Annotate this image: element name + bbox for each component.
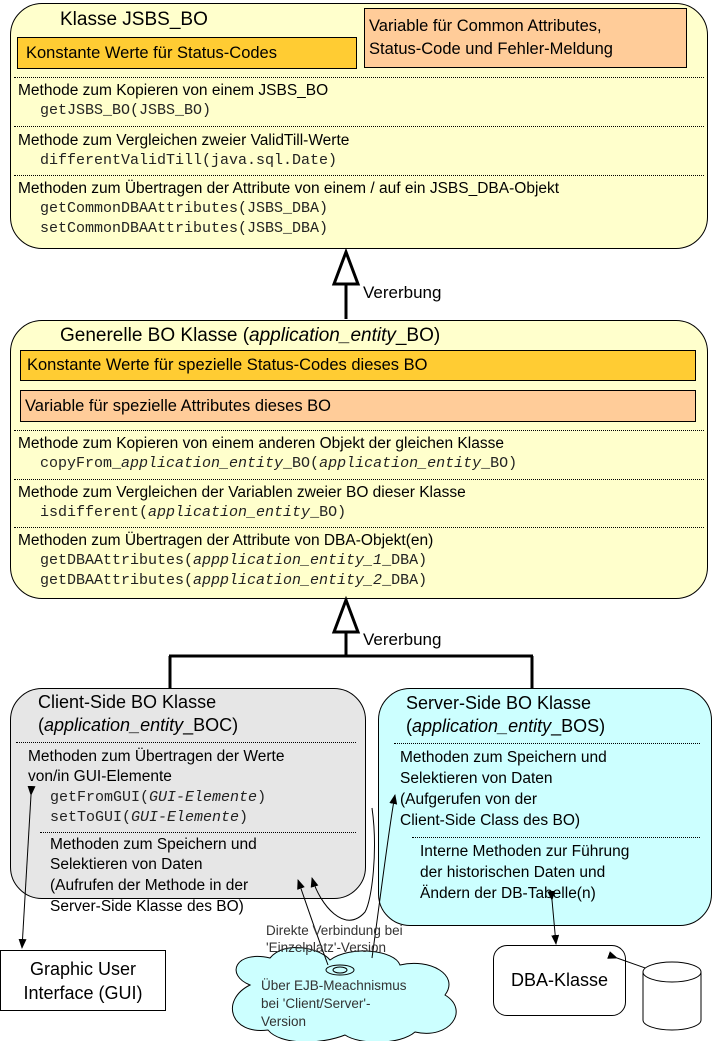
server-class-box (378, 688, 712, 926)
database-cylinder-icon (642, 961, 702, 1031)
inheritance-label: Vererbung (363, 283, 442, 302)
divider (40, 832, 356, 833)
method-code: getJSBS_BO(JSBS_BO) (40, 102, 212, 119)
method-code: getCommonDBAAttributes(JSBS_DBA) (40, 200, 329, 217)
method-desc: Methoden zum Übertragen der Attribute vo… (18, 180, 560, 197)
cloud-shape (232, 946, 457, 1041)
method-desc: der historischen Daten und (420, 864, 606, 881)
base-variables-box: Variable für Common Attributes, Status-C… (364, 8, 687, 68)
divider (14, 479, 704, 480)
method-desc: (Aufgerufen von der (400, 791, 538, 808)
method-desc: Server-Side Klasse des BO) (50, 898, 244, 915)
gui-box: Graphic User Interface (GUI) (0, 950, 166, 1011)
method-desc: Client-Side Class des BO) (400, 812, 581, 829)
method-desc: Methoden zum Speichern und (50, 836, 257, 853)
inheritance-triangle (331, 595, 361, 634)
dba-class-box: DBA-Klasse (493, 945, 626, 1016)
method-code: differentValidTill(java.sql.Date) (40, 152, 338, 169)
divider (14, 77, 704, 78)
method-desc: (Aufrufen der Methode in der (50, 877, 249, 894)
method-desc: Methoden zum Übertragen der Attribute vo… (18, 532, 434, 549)
divider (14, 126, 704, 127)
divider (14, 430, 704, 431)
general-class-title: Generelle BO Klasse (application_entity_… (60, 325, 441, 346)
client-class-box (10, 688, 366, 899)
method-desc: Methode zum Vergleichen zweier ValidTill… (18, 132, 350, 149)
server-class-title: Server-Side BO Klasse (406, 693, 592, 713)
method-code: copyFrom_application_entity_BO(applicati… (40, 455, 518, 472)
method-code: getDBAAttributes(appplication_entity_2_D… (40, 572, 428, 589)
method-code: getDBAAttributes(appplication_entity_1_D… (40, 552, 428, 569)
method-desc: Interne Methoden zur Führung (420, 843, 630, 860)
method-code: isdifferent(application_entity_BO) (40, 504, 347, 521)
method-desc: Methode zum Kopieren von einem anderen O… (18, 435, 504, 452)
method-desc: Methoden zum Übertragen der Werte (28, 748, 285, 765)
divider (14, 527, 704, 528)
method-desc: Selektieren von Daten (400, 770, 553, 787)
method-desc: Methode zum Vergleichen der Variablen zw… (18, 484, 466, 501)
inheritance-triangle (331, 247, 361, 286)
cloud-label: Version (261, 1014, 307, 1029)
server-class-subtitle: (application_entity_BOS) (406, 716, 606, 736)
cloud-label: Über EJB-Meachnismus (261, 978, 407, 993)
base-constants-box: Konstante Werte für Status-Codes (17, 37, 357, 69)
method-desc: Selektieren von Daten (50, 856, 203, 873)
general-variables-box: Variable für spezielle Attributes dieses… (20, 390, 696, 422)
method-desc: Methode zum Kopieren von einem JSBS_BO (18, 82, 329, 99)
method-code: setCommonDBAAttributes(JSBS_DBA) (40, 220, 329, 237)
divider (16, 742, 356, 743)
direct-connection-label: 'Einzelplatz'-Version (266, 940, 386, 955)
direct-connection-label: Direkte Verbindung bei (266, 923, 403, 938)
method-code: setToGUI(GUI-Elemente) (50, 809, 249, 826)
base-class-title: Klasse JSBS_BO (60, 9, 208, 30)
client-class-title: Client-Side BO Klasse (38, 692, 217, 712)
client-class-subtitle: (application_entity_BOC) (38, 715, 239, 735)
general-constants-box: Konstante Werte für spezielle Status-Cod… (20, 350, 696, 381)
method-desc: Methoden zum Speichern und (400, 749, 607, 766)
method-code: getFromGUI(GUI-Elemente) (50, 789, 267, 806)
divider (14, 175, 704, 176)
divider (412, 837, 700, 838)
method-desc: von/in GUI-Elemente (28, 768, 172, 785)
cloud-label: bei 'Client/Server'- (261, 996, 371, 1011)
divider (394, 743, 700, 744)
inheritance-label: Vererbung (363, 630, 442, 649)
